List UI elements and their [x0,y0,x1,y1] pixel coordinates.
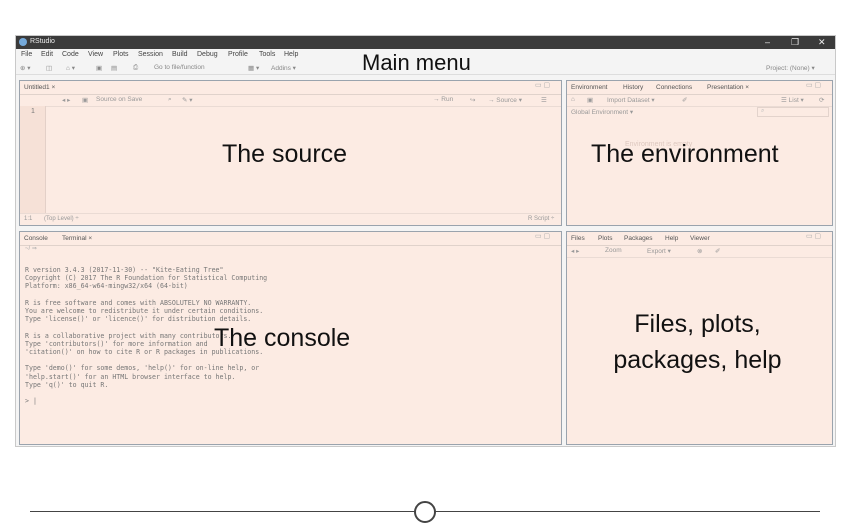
source-status-bar: 1:1 (Top Level) ÷ R Script ÷ [20,213,561,225]
files-annotation: Files, plots, packages, help [565,306,830,378]
tab-files[interactable]: Files [571,235,585,242]
minimize-button[interactable]: – [765,37,771,47]
menu-view[interactable]: View [88,51,104,58]
tab-packages[interactable]: Packages [624,235,653,242]
environment-annotation: The environment [591,140,779,168]
menu-profile[interactable]: Profile [228,51,248,58]
console-output[interactable]: R version 3.4.3 (2017-11-30) -- "Kite-Ea… [25,266,555,405]
zoom-button[interactable]: Zoom [605,247,622,254]
maximize-button[interactable]: ❐ [791,37,800,47]
rerun-icon[interactable]: ↪ [470,97,476,104]
files-pane: Files Plots Packages Help Viewer ▭ ▢ ◂ ▸… [566,231,833,445]
back-forward-icon[interactable]: ◂ ▸ [571,248,580,255]
menu-edit[interactable]: Edit [41,51,54,58]
addins-button[interactable]: Addins ▾ [271,65,296,72]
menu-file[interactable]: File [21,51,33,58]
global-environment-selector[interactable]: Global Environment ▾ [571,109,634,116]
plots-toolbar: ◂ ▸ Zoom Export ▾ ⊗ ✐ [567,245,832,258]
refresh-icon[interactable]: ⟳ [819,97,825,104]
source-pane: Untitled1 × ▭ ▢ ◂ ▸ ▣ Source on Save ⌕ ✎… [19,80,562,226]
files-annotation-line2: packages, help [613,346,782,374]
broom-icon[interactable]: ✐ [682,97,688,104]
outline-icon[interactable]: ☰ [541,97,547,104]
print-icon[interactable]: ⎙ [133,64,139,71]
minimize-maximize-icon[interactable]: ▭ ▢ [806,233,822,240]
back-forward-icon[interactable]: ◂ ▸ [62,97,71,104]
main-menu-annotation: Main menu [362,50,471,75]
search-icon[interactable]: ⌕ [168,96,172,103]
environment-pane: Environment History Connections Presenta… [566,80,833,226]
menu-help[interactable]: Help [284,51,299,58]
goto-file-input[interactable]: Go to file/function [154,64,205,71]
new-file-icon[interactable]: ⊕ ▾ [20,65,31,72]
menu-bar: File Edit Code View Plots Session Build … [16,49,835,61]
tab-untitled1[interactable]: Untitled1 × [24,84,56,91]
tab-viewer[interactable]: Viewer [690,235,710,242]
save-workspace-icon[interactable]: ▣ [587,97,594,104]
line-number: 1 [31,108,35,115]
new-project-icon[interactable]: ◫ [46,65,53,72]
save-all-icon[interactable]: ▤ [111,65,118,72]
save-file-icon[interactable]: ▣ [82,97,89,104]
title-bar: RStudio – ❐ ✕ [16,36,835,49]
run-button[interactable]: → Run [433,96,454,103]
tab-connections[interactable]: Connections [656,84,693,91]
minimize-maximize-icon[interactable]: ▭ ▢ [535,233,551,240]
tab-plots[interactable]: Plots [598,235,613,242]
menu-plots[interactable]: Plots [113,51,129,58]
file-type-selector[interactable]: R Script ÷ [528,216,555,222]
env-search-input[interactable]: ⌕ [757,107,829,117]
source-annotation: The source [222,140,348,168]
open-file-icon[interactable]: ⌂ ▾ [66,65,75,72]
environment-toolbar: ⌂ ▣ Import Dataset ▾ ✐ ☰ List ▾ ⟳ [567,94,832,107]
source-on-save-checkbox[interactable]: Source on Save [96,96,143,103]
source-button[interactable]: → Source ▾ [488,97,522,104]
source-tabs: Untitled1 × ▭ ▢ [20,81,561,95]
console-annotation: The console [214,324,351,352]
window-title: RStudio [30,38,55,45]
minimize-maximize-icon[interactable]: ▭ ▢ [806,82,822,89]
environment-empty-label: Environment is empty [625,141,693,148]
cursor-position: 1:1 [24,216,33,222]
open-icon[interactable]: ⌂ [571,96,575,103]
minimize-maximize-icon[interactable]: ▭ ▢ [535,82,551,89]
rstudio-logo-icon [19,38,27,46]
menu-tools[interactable]: Tools [259,51,276,58]
tab-environment[interactable]: Environment [571,84,608,91]
tab-presentation[interactable]: Presentation × [707,84,750,91]
grid-icon[interactable]: ▦ ▾ [248,65,260,72]
menu-session[interactable]: Session [138,51,163,58]
close-button[interactable]: ✕ [818,37,826,47]
tab-console[interactable]: Console [24,235,48,242]
files-tabs: Files Plots Packages Help Viewer ▭ ▢ [567,232,832,246]
main-toolbar: ⊕ ▾ ◫ ⌂ ▾ ▣ ▤ ⎙ Go to file/function ▦ ▾ … [16,61,835,75]
save-icon[interactable]: ▣ [96,65,103,72]
menu-debug[interactable]: Debug [197,51,218,58]
scope-selector[interactable]: (Top Level) ÷ [44,216,79,222]
console-text: R version 3.4.3 (2017-11-30) -- "Kite-Ea… [25,266,268,406]
rstudio-window: RStudio – ❐ ✕ File Edit Code View Plots … [15,35,836,447]
import-dataset-button[interactable]: Import Dataset ▾ [607,97,655,104]
environment-tabs: Environment History Connections Presenta… [567,81,832,95]
export-button[interactable]: Export ▾ [647,248,671,255]
line-gutter: 1 [20,106,46,213]
tab-help[interactable]: Help [665,235,679,242]
menu-build[interactable]: Build [172,51,188,58]
tab-terminal[interactable]: Terminal × [62,235,93,242]
files-annotation-line1: Files, plots, [634,310,761,338]
tab-history[interactable]: History [623,84,644,91]
console-tabs: Console Terminal × ▭ ▢ [20,232,561,246]
code-tools-icon[interactable]: ✎ ▾ [182,97,193,104]
project-menu[interactable]: Project: (None) ▾ [766,65,815,72]
console-pane: Console Terminal × ▭ ▢ ~/ ⇒ R version 3.… [19,231,562,445]
working-directory: ~/ ⇒ [25,246,37,252]
list-view-button[interactable]: ☰ List ▾ [781,97,804,104]
menu-code[interactable]: Code [62,51,79,58]
source-toolbar: ◂ ▸ ▣ Source on Save ⌕ ✎ ▾ → Run ↪ → Sou… [20,94,561,107]
timeline-handle[interactable] [414,501,436,523]
delete-icon[interactable]: ⊗ [697,248,703,255]
broom-icon[interactable]: ✐ [715,248,721,255]
